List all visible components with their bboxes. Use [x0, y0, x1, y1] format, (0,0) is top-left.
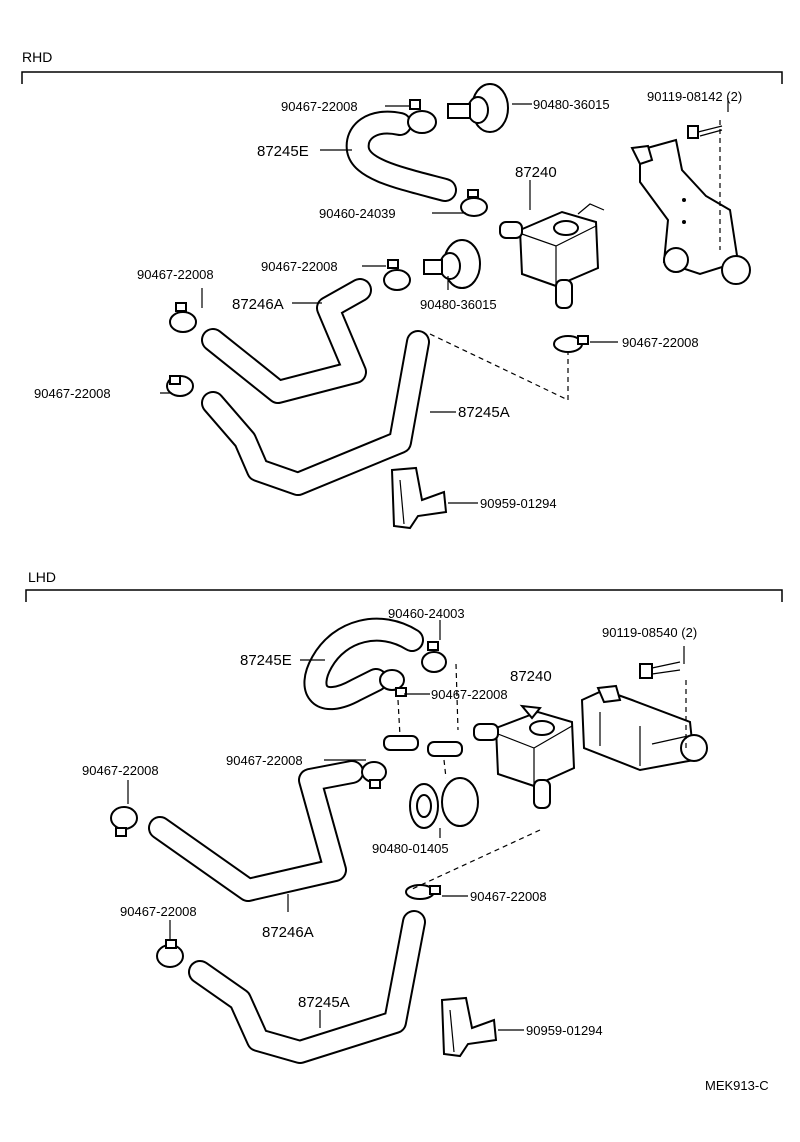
rhd-section-title: RHD: [22, 49, 52, 65]
lhd-hose-87245A: [188, 910, 426, 1064]
rhd-hose-87245E: [345, 110, 457, 202]
lhd-clamp-a: [379, 669, 407, 697]
rhd-clamp-small: [460, 189, 488, 217]
lhd-clamp-left: [110, 806, 138, 837]
rhd-clamp-left: [169, 302, 197, 333]
lhd-holder: [440, 996, 498, 1058]
rhd-label-clamp-small: 90460-24039: [319, 206, 396, 221]
rhd-clamp-right: [553, 335, 589, 353]
rhd-clamp-mid: [383, 259, 411, 291]
lhd-section-bracket: [25, 589, 783, 602]
rhd-hose-87245A: [201, 330, 430, 496]
lhd-label-clamp-low: 90467-22008: [120, 904, 197, 919]
rhd-hose-87246A: [201, 278, 372, 404]
lhd-bracket: [580, 684, 708, 772]
rhd-label-clamp-top: 90467-22008: [281, 99, 358, 114]
lhd-clamp-right: [405, 884, 441, 900]
rhd-leader-lines: [160, 98, 729, 504]
rhd-dashed-lines: [429, 120, 721, 401]
lhd-label-clamp-a: 90467-22008: [431, 687, 508, 702]
lhd-clamp-small: [421, 641, 447, 673]
rhd-label-holder: 90959-01294: [480, 496, 557, 511]
lhd-label-hose-a5: 87245A: [298, 994, 350, 1011]
lhd-label-valve: 87240: [510, 668, 552, 685]
lhd-label-clamp-left: 90467-22008: [82, 763, 159, 778]
lhd-bolt: [639, 661, 681, 679]
rhd-bracket: [630, 138, 751, 285]
rhd-label-grommet-mid: 90480-36015: [420, 297, 497, 312]
lhd-label-clamp-b: 90467-22008: [226, 753, 303, 768]
lhd-label-hose-e: 87245E: [240, 652, 292, 669]
lhd-hose-87245E: [303, 617, 424, 711]
lhd-water-valve: [473, 704, 576, 809]
rhd-label-bolt: 90119-08142 (2): [647, 89, 742, 104]
rhd-label-valve: 87240: [515, 164, 557, 181]
lhd-label-bolt: 90119-08540 (2): [602, 625, 697, 640]
rhd-section: RHD: [21, 49, 783, 530]
rhd-label-hose-a5: 87245A: [458, 404, 510, 421]
lhd-label-grommet: 90480-01405: [372, 841, 449, 856]
lhd-pipe-fittings: [383, 735, 463, 757]
lhd-section-title: LHD: [28, 569, 56, 585]
lhd-clamp-low: [156, 939, 184, 968]
lhd-hose-87246A: [148, 760, 364, 902]
lhd-grommet: [409, 777, 479, 829]
rhd-clamp-low: [166, 375, 194, 397]
lhd-label-holder: 90959-01294: [526, 1023, 603, 1038]
rhd-water-valve: [499, 203, 605, 309]
lhd-leader-lines: [127, 620, 685, 1031]
rhd-label-hose-e: 87245E: [257, 143, 309, 160]
figure-code: MEK913-C: [705, 1078, 769, 1093]
rhd-label-clamp-left: 90467-22008: [137, 267, 214, 282]
lhd-dashed-lines: [397, 663, 687, 891]
rhd-label-grommet-top: 90480-36015: [533, 97, 610, 112]
rhd-label-clamp-mid: 90467-22008: [261, 259, 338, 274]
lhd-label-clamp-right: 90467-22008: [470, 889, 547, 904]
rhd-label-clamp-low: 90467-22008: [34, 386, 111, 401]
rhd-grommet-mid: [423, 239, 481, 289]
rhd-bolt: [687, 125, 723, 139]
lhd-label-hose-a6: 87246A: [262, 924, 314, 941]
lhd-clamp-b: [361, 761, 387, 789]
rhd-holder: [390, 466, 448, 530]
lhd-label-clamp-small: 90460-24003: [388, 606, 465, 621]
lhd-section: LHD: [25, 569, 783, 1064]
rhd-grommet-top: [447, 83, 509, 133]
rhd-label-clamp-right: 90467-22008: [622, 335, 699, 350]
rhd-label-hose-a6: 87246A: [232, 296, 284, 313]
rhd-section-bracket: [21, 71, 783, 84]
rhd-clamp-top: [407, 99, 437, 134]
